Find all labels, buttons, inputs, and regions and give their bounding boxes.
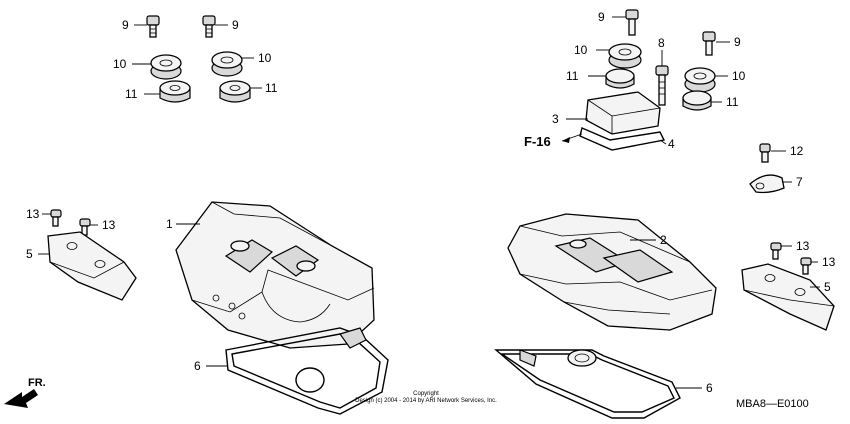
copyright-line-1: Copyright (413, 391, 439, 397)
diagram-code: MBA8—E0100 (736, 398, 809, 410)
callout-4: 4 (668, 137, 675, 151)
callout-11: 11 (125, 87, 138, 101)
callout-9: 9 (598, 10, 605, 24)
leader-lines (38, 16, 820, 389)
callout-13: 13 (822, 255, 836, 269)
bolt-9-right-a[interactable] (625, 9, 639, 36)
bolt-13-left-a[interactable] (50, 209, 62, 227)
gasket-4[interactable] (579, 127, 666, 151)
reference-label: F-16 (524, 134, 551, 149)
collar-11-right-a[interactable] (605, 68, 635, 89)
gasket-6-left[interactable] (225, 327, 389, 415)
bolt-12[interactable] (759, 143, 771, 163)
callout-13: 13 (796, 239, 810, 253)
collar-11-left-a[interactable] (159, 80, 191, 103)
direction-label: FR. (28, 377, 46, 389)
callout-2: 2 (660, 233, 667, 247)
callout-6: 6 (706, 381, 713, 395)
collar-11-right-b[interactable] (682, 90, 712, 111)
grommet-10-left-b[interactable] (211, 51, 243, 77)
cylinder-head-cover-2[interactable] (507, 213, 717, 331)
bolt-9-right-b[interactable] (702, 31, 716, 56)
callout-13: 13 (26, 207, 40, 221)
callout-1: 1 (166, 217, 173, 231)
callout-7: 7 (796, 175, 803, 189)
callout-5: 5 (26, 247, 33, 261)
callout-12: 12 (790, 144, 804, 158)
callout-10: 10 (574, 43, 588, 57)
cover-3[interactable] (585, 91, 661, 135)
callout-11: 11 (566, 69, 579, 83)
callout-13: 13 (102, 218, 116, 232)
callout-9: 9 (734, 35, 741, 49)
callout-9: 9 (122, 18, 129, 32)
callout-10: 10 (258, 51, 272, 65)
callout-9: 9 (232, 18, 239, 32)
cylinder-head-cover-1[interactable] (175, 201, 375, 349)
clamp-7[interactable] (749, 174, 785, 194)
front-direction-arrow: FR. (4, 377, 46, 408)
callout-numbers: 9 9 10 10 11 11 9 8 9 10 11 10 11 3 4 12… (26, 10, 836, 395)
collar-11-left-b[interactable] (219, 80, 251, 103)
grommet-10-left-a[interactable] (150, 54, 182, 80)
bolt-13-right-a[interactable] (770, 242, 782, 260)
callout-6: 6 (194, 359, 201, 373)
bracket-5-left[interactable] (47, 231, 137, 301)
callout-11: 11 (726, 95, 739, 109)
bolt-9-left-b[interactable] (202, 15, 216, 38)
callout-10: 10 (113, 57, 127, 71)
grommet-10-right-b[interactable] (684, 67, 716, 93)
bracket-5-right[interactable] (741, 263, 835, 331)
bolt-9-left-a[interactable] (146, 15, 160, 38)
callout-11: 11 (265, 81, 278, 95)
callout-10: 10 (732, 69, 746, 83)
bolt-8[interactable] (655, 65, 669, 106)
gasket-6-right[interactable] (494, 349, 681, 419)
callout-5: 5 (824, 280, 831, 294)
callout-8: 8 (658, 36, 665, 50)
grommet-10-right-a[interactable] (608, 43, 642, 69)
bolt-13-right-b[interactable] (800, 257, 812, 275)
callout-3: 3 (552, 112, 559, 126)
copyright-line-2: Design (c) 2004 - 2014 by ARI Network Se… (355, 398, 497, 404)
